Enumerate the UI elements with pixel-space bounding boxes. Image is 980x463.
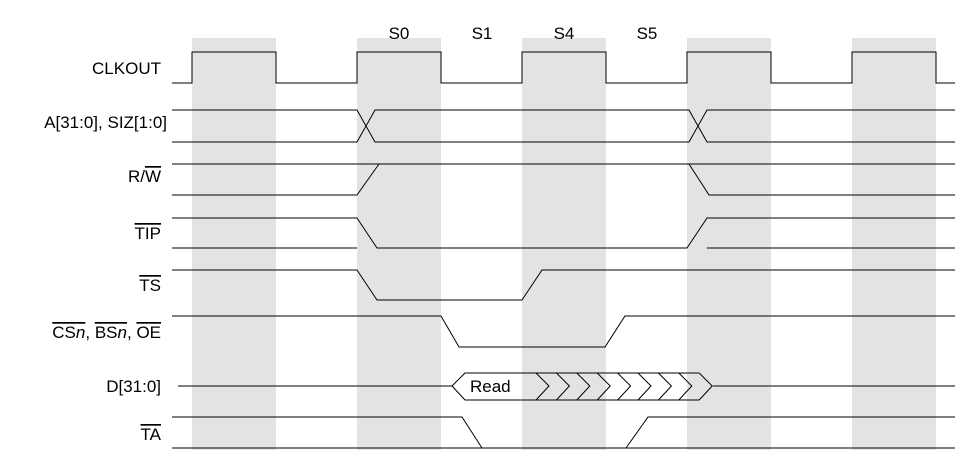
data-chevron (576, 372, 591, 401)
label-data-bus: D[31:0] (106, 377, 161, 396)
label-cs: CSn (52, 323, 85, 342)
wave-read-write (172, 163, 955, 196)
label-ts: TS (139, 276, 161, 295)
phase-band (852, 38, 936, 450)
state-label-s0: S0 (389, 24, 410, 43)
data-chevron-rails (536, 372, 700, 401)
wave-chip-selects (172, 315, 955, 348)
label-read-write-w: W (145, 167, 161, 186)
wave-data-bus: Read (178, 372, 955, 401)
waveforms: Read (172, 51, 955, 449)
label-read-write-r: R/ (128, 167, 145, 186)
label-address-size: A[31:0], SIZ[1:0] (44, 113, 167, 132)
label-sep-2: , (127, 323, 136, 342)
label-ta: TA (141, 425, 162, 444)
phase-band (357, 38, 441, 450)
label-sep-1: , (85, 323, 94, 342)
data-chevron (658, 372, 673, 401)
state-label-s5: S5 (637, 24, 658, 43)
phase-band (687, 38, 771, 450)
data-chevron (596, 372, 611, 401)
phase-band (192, 38, 276, 450)
signal-labels: CLKOUT A[31:0], SIZ[1:0] R/W TIP TS CSn,… (44, 59, 167, 444)
data-chevron (637, 372, 652, 401)
clock-phase-bands (192, 38, 936, 450)
data-chevron (535, 372, 550, 401)
wave-ta (172, 416, 955, 449)
phase-band (522, 38, 606, 450)
label-bs: BSn (95, 323, 127, 342)
label-oe: OE (136, 323, 161, 342)
label-read-write: R/W (128, 167, 161, 186)
wave-tip (172, 217, 955, 249)
data-chevron (698, 372, 713, 401)
wave-ts (172, 269, 955, 301)
wave-address-bus (172, 109, 955, 143)
data-valid-chevrons (535, 372, 713, 401)
data-read-label: Read (470, 377, 511, 396)
state-label-s1: S1 (472, 24, 493, 43)
state-label-s4: S4 (554, 24, 575, 43)
wave-clkout (172, 51, 955, 84)
data-chevron (678, 372, 693, 401)
label-tip: TIP (135, 224, 161, 243)
data-chevron (556, 372, 571, 401)
data-chevron (617, 372, 632, 401)
label-chip-selects: CSn, BSn, OE (52, 323, 161, 342)
label-clkout: CLKOUT (92, 59, 161, 78)
state-labels: S0 S1 S4 S5 (389, 24, 658, 43)
